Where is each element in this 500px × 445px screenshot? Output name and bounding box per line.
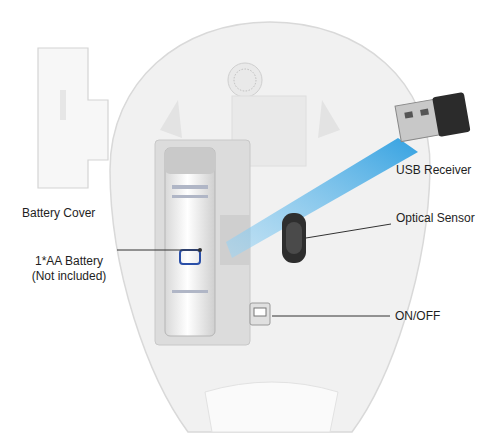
- battery-print: [172, 290, 208, 293]
- mouse-body: [110, 22, 430, 432]
- leader-line: [306, 224, 391, 238]
- part-label: 1*AA Battery (Not included): [24, 254, 114, 284]
- usb-hole: [420, 109, 429, 116]
- part-label: Optical Sensor: [396, 211, 475, 226]
- sensor-lens: [286, 222, 302, 254]
- switch-knob: [254, 308, 266, 316]
- part-label: ON/OFF: [395, 309, 440, 324]
- leader-dot: [198, 248, 202, 252]
- leader-line: [117, 250, 200, 251]
- battery-cover: [38, 48, 108, 188]
- part-label: USB Receiver: [396, 163, 471, 178]
- aa-battery: [165, 148, 215, 336]
- cover-tab: [60, 90, 66, 120]
- foot: [160, 100, 182, 138]
- usb-hole: [404, 111, 413, 118]
- battery-print: [172, 185, 208, 189]
- label-sticker: [228, 63, 262, 97]
- power-switch: [250, 303, 270, 325]
- usb-body: [432, 92, 470, 137]
- light-beam: [226, 138, 418, 258]
- foot: [318, 100, 340, 138]
- label-sticker-ring: [234, 69, 256, 91]
- battery-print: [172, 195, 208, 198]
- optical-sensor: [282, 213, 306, 263]
- usb-receiver: [395, 92, 471, 144]
- battery-logo: [180, 250, 200, 264]
- glide-pad: [205, 382, 338, 432]
- part-label: Battery Cover: [22, 206, 95, 221]
- battery-cap: [165, 148, 215, 174]
- leader-line: [272, 316, 390, 317]
